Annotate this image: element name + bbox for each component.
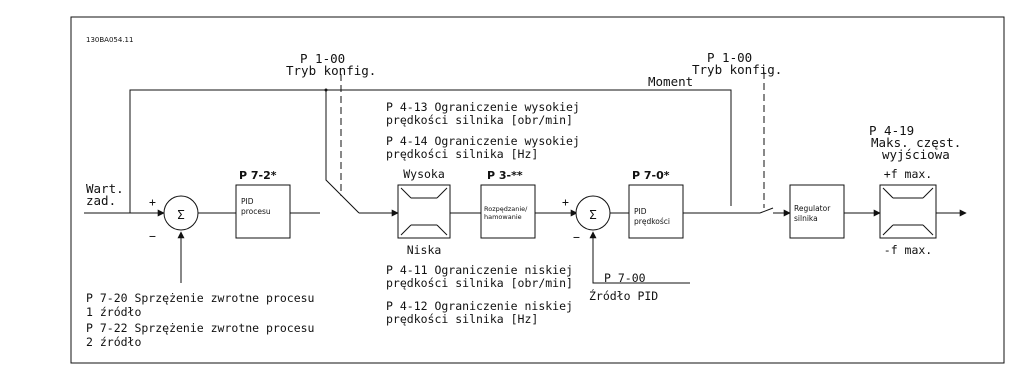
sum1-plus: +: [149, 195, 156, 209]
max-freq-param: P 4-19: [869, 123, 914, 138]
ramp-param: P 3-**: [487, 169, 523, 182]
reference-line2: zad.: [86, 193, 116, 208]
config-left-label: Tryb konfig.: [286, 63, 376, 78]
pid-source-param: P 7-00: [604, 271, 646, 285]
svg-text:Σ: Σ: [589, 207, 597, 222]
high-limit-1-line1: P 4-13 Ograniczenie wysokiej: [386, 100, 580, 114]
max-freq-line2: wyjściowa: [882, 147, 950, 162]
sum1-minus: −: [149, 229, 156, 243]
motor-regulator-block: [789, 184, 845, 239]
pid-source-line: [589, 231, 690, 284]
high-limit-2-line2: prędkości silnika [Hz]: [386, 147, 538, 161]
pid-process-param: P 7-2*: [239, 169, 277, 182]
sum-junction-1: Σ: [163, 195, 199, 231]
low-limit-1-line1: P 4-11 Ograniczenie niskiej: [386, 263, 573, 277]
high-limit-1-line2: prędkości silnika [obr/min]: [386, 113, 573, 127]
sum-junction-2: Σ: [575, 195, 611, 231]
ramp-line2: hamowanie: [484, 213, 522, 221]
speed-limiter-block: [397, 184, 451, 239]
doc-id: 130BA054.11: [86, 36, 133, 44]
fmax-limiter-block: [879, 184, 937, 239]
pid-source-label: Źródło PID: [589, 288, 658, 303]
svg-text:Σ: Σ: [177, 207, 185, 222]
sum2-plus: +: [562, 195, 569, 209]
feedback-line-4: 2 źródło: [86, 335, 141, 349]
switch-left-contact: [325, 90, 360, 214]
config-left-param: P 1-00: [300, 51, 345, 66]
feedback-line-2: 1 źródło: [86, 305, 141, 319]
pid-process-line2: procesu: [241, 207, 271, 216]
sum2-minus: −: [573, 230, 580, 244]
fmax-minus-label: -f max.: [884, 243, 932, 257]
high-limit-2-line1: P 4-14 Ograniczenie wysokiej: [386, 134, 580, 148]
switch-right-contact: [759, 207, 774, 214]
feedback-line-1: P 7-20 Sprzężenie zwrotne procesu: [86, 291, 314, 305]
feedback-line-3: P 7-22 Sprzężenie zwrotne procesu: [86, 321, 314, 335]
config-right-label: Tryb konfig.: [692, 62, 782, 77]
ramp-block: [480, 184, 536, 239]
low-limit-1-line2: prędkości silnika [obr/min]: [386, 276, 573, 290]
pid-speed-param: P 7-0*: [632, 169, 670, 182]
moment-label: Moment: [648, 74, 693, 89]
low-limit-2-line1: P 4-12 Ograniczenie niskiej: [386, 299, 573, 313]
pid-process-block: [235, 184, 291, 239]
low-limit-2-line2: prędkości silnika [Hz]: [386, 312, 538, 326]
max-freq-line1: Maks. częst.: [871, 135, 961, 150]
diagram-frame: [70, 16, 1005, 364]
fmax-plus-label: +f max.: [884, 167, 932, 181]
moment-bypass-line: [129, 89, 732, 213]
pid-speed-line1: PID: [634, 207, 647, 216]
pid-speed-line2: prędkości: [634, 217, 670, 226]
reference-line1: Wart.: [86, 181, 124, 196]
regulator-line1: Regulator: [794, 204, 831, 213]
pid-process-line1: PID: [241, 197, 254, 206]
limiter-high-label: Wysoka: [403, 167, 445, 181]
pid-speed-block: [628, 184, 684, 239]
config-right-param: P 1-00: [707, 50, 752, 65]
ramp-line1: Rozpędzanie/: [484, 205, 528, 213]
regulator-line2: silnika: [794, 214, 818, 223]
limiter-low-label: Niska: [407, 243, 442, 257]
